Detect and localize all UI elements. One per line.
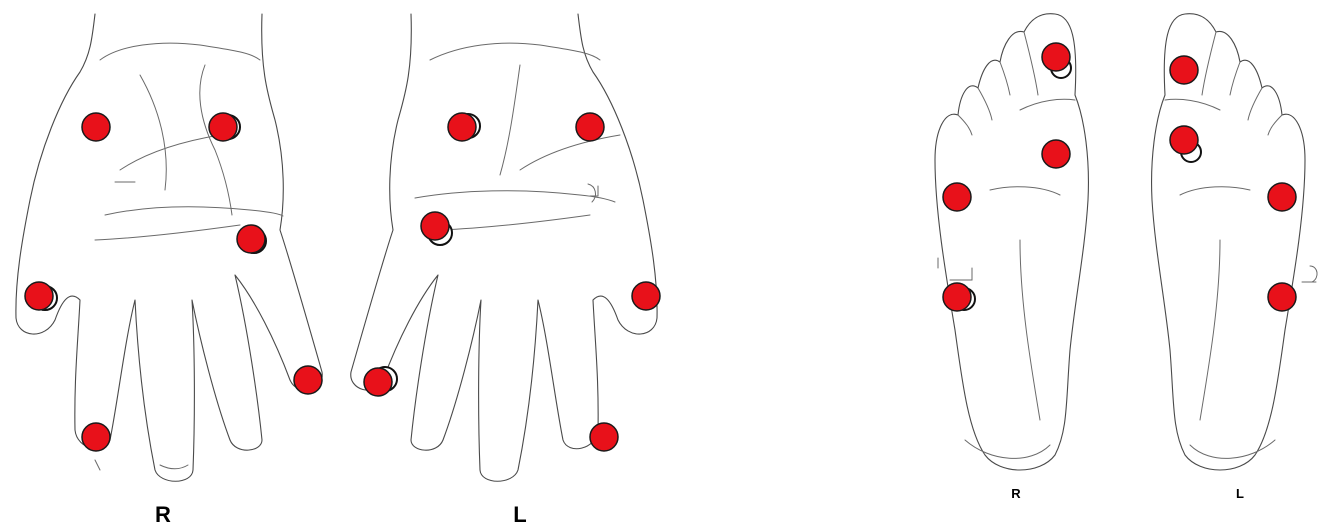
- right-foot-outline: [935, 14, 1088, 470]
- marker-right-foot-2: [1042, 140, 1070, 168]
- marker-right-hand-3: [237, 225, 265, 253]
- marker-left-hand-2: [576, 113, 604, 141]
- left-foot: [1152, 14, 1305, 470]
- right-hand: R: [16, 14, 322, 527]
- marker-right-hand-6: [82, 423, 110, 451]
- left-hand: L: [351, 14, 657, 527]
- marker-left-foot-4: [1268, 283, 1296, 311]
- marker-left-foot-3: [1268, 183, 1296, 211]
- marker-left-hand-5: [364, 368, 392, 396]
- marker-right-foot-1: [1042, 43, 1070, 71]
- markers: [25, 43, 1317, 451]
- marker-left-hand-2-trace: [588, 184, 598, 202]
- marker-left-foot-3-trace: [1302, 266, 1317, 282]
- left-foot-outline: [1152, 14, 1305, 470]
- marker-right-hand-5: [294, 366, 322, 394]
- marker-left-hand-4: [632, 282, 660, 310]
- marker-left-foot-1: [1170, 56, 1198, 84]
- marker-left-hand-6: [590, 423, 618, 451]
- marker-right-foot-4: [943, 283, 971, 311]
- right-foot: R: [935, 14, 1088, 501]
- marker-left-foot-2: [1170, 126, 1198, 154]
- left-hand-label: L: [513, 502, 526, 527]
- right-hand-label: R: [155, 502, 171, 527]
- left-hand-outline: [351, 14, 657, 481]
- right-hand-outline: [16, 14, 322, 481]
- marker-left-hand-1: [448, 113, 476, 141]
- marker-right-hand-4: [25, 282, 53, 310]
- marker-left-hand-3: [421, 212, 449, 240]
- marker-right-hand-2: [209, 113, 237, 141]
- marker-right-foot-3: [943, 183, 971, 211]
- right-foot-label: R: [1011, 486, 1021, 501]
- marker-right-hand-1: [82, 113, 110, 141]
- left-foot-label: L: [1236, 486, 1244, 501]
